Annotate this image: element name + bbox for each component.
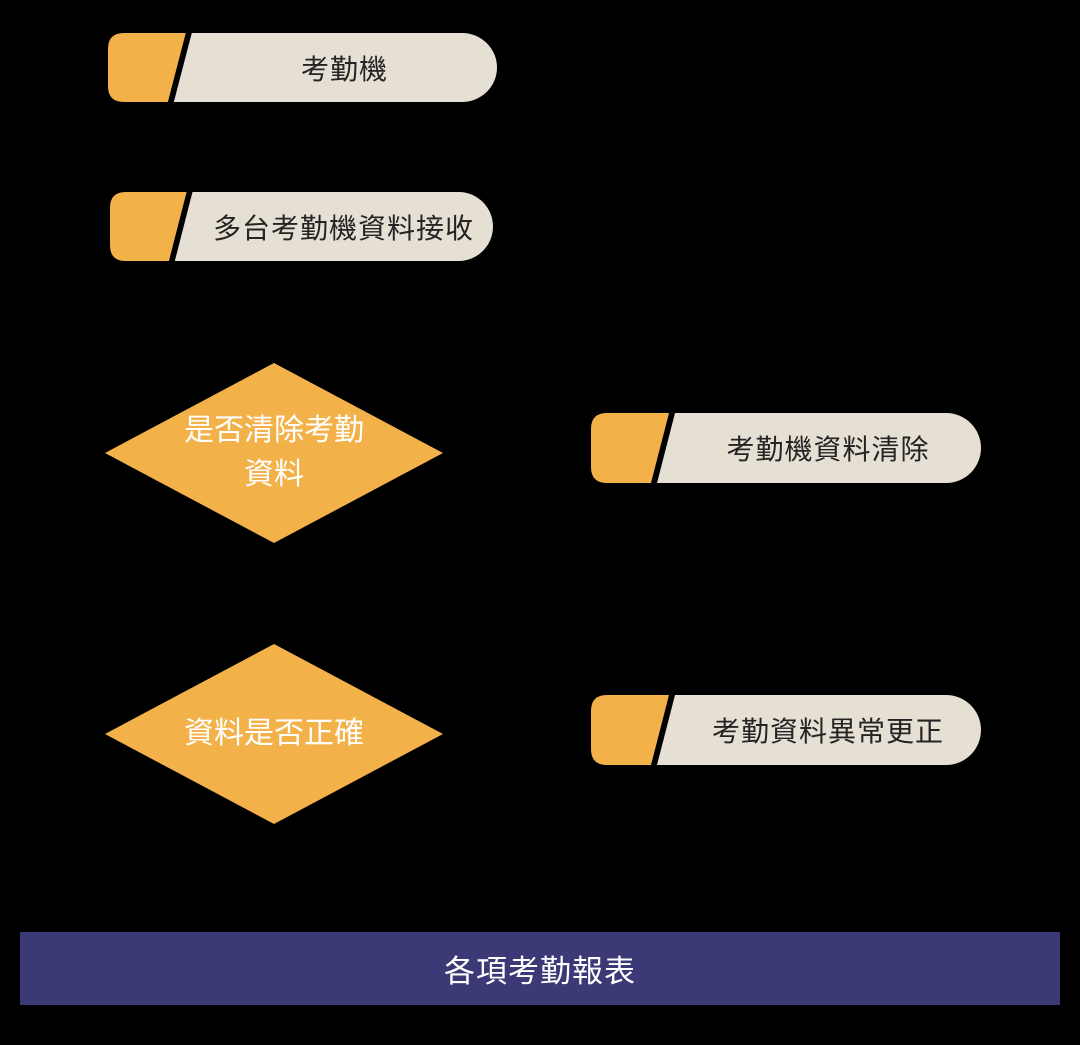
diamond-shape-svg [105,363,443,543]
pill-orange-tab [591,695,669,765]
decision-diamond [105,363,443,543]
pill-shape [591,695,981,765]
node-attendance-machine: 考勤機 [108,33,497,102]
pill-beige-body [174,192,493,261]
pill-orange-tab [591,413,669,483]
pill-beige-body [657,695,981,765]
node-label: 多台考勤機資料接收 [212,212,474,244]
pill-beige-body [657,413,981,483]
node-label: 各項考勤報表 [444,954,636,989]
decision-diamond [105,644,443,824]
node-machine-data-clear: 考勤機資料清除 [591,413,981,483]
pill-shape [591,413,981,483]
pill-shape [110,192,493,261]
node-decision-clear-data: 是否清除考勤 資料 [105,363,443,543]
node-decision-data-correct: 資料是否正確 [105,644,443,824]
pill-shape [108,33,497,102]
pill-orange-tab [110,192,187,261]
pill-orange-tab [108,33,186,102]
node-multi-machine-receive: 多台考勤機資料接收 [110,192,493,261]
node-label: 考勤機 [300,53,388,85]
node-reports-bar: 各項考勤報表 [20,932,1060,1005]
pill-beige-body [173,33,497,102]
node-abnormal-correction: 考勤資料異常更正 [591,695,981,765]
diamond-shape-svg [105,644,443,824]
node-label: 考勤機資料清除 [726,434,930,465]
node-label: 資料是否正確 [184,717,364,750]
node-label: 考勤資料異常更正 [711,716,944,747]
node-label: 是否清除考勤 資料 [184,414,364,491]
